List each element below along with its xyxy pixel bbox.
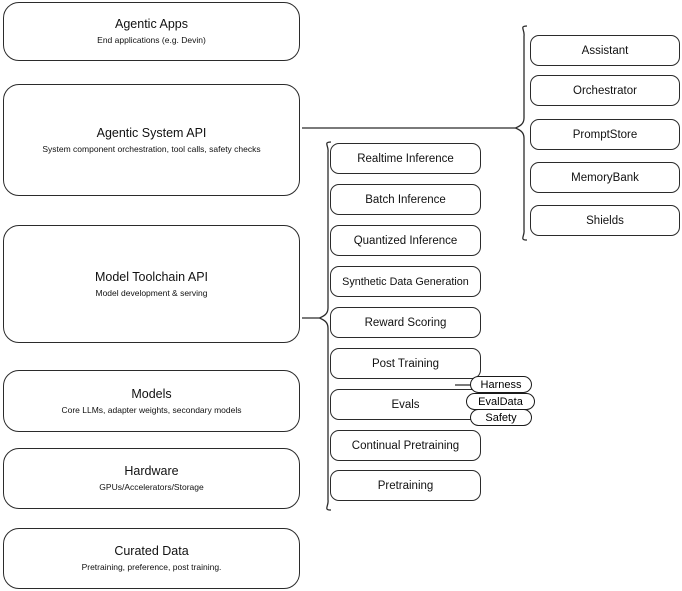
layer-title: Agentic System API [96, 125, 207, 140]
layer-box-models[interactable]: Models Core LLMs, adapter weights, secon… [3, 370, 300, 432]
layer-subtitle: Core LLMs, adapter weights, secondary mo… [61, 404, 242, 415]
layer-box-hardware[interactable]: Hardware GPUs/Accelerators/Storage [3, 448, 300, 509]
system-label: MemoryBank [571, 171, 639, 184]
system-label: PromptStore [572, 128, 638, 141]
toolchain-label: Realtime Inference [357, 152, 454, 165]
toolchain-box-reward-scoring[interactable]: Reward Scoring [330, 307, 481, 338]
system-box-assistant[interactable]: Assistant [530, 35, 680, 66]
system-box-memorybank[interactable]: MemoryBank [530, 162, 680, 193]
toolchain-box-realtime-inference[interactable]: Realtime Inference [330, 143, 481, 174]
toolchain-label: Continual Pretraining [351, 439, 460, 452]
layer-title: Agentic Apps [115, 17, 188, 31]
eval-pill-evaldata[interactable]: EvalData [466, 393, 535, 410]
layer-subtitle: Pretraining, preference, post training. [81, 562, 222, 572]
layer-box-agentic-system-api[interactable]: Agentic System API System component orch… [3, 84, 300, 196]
layer-title: Curated Data [114, 544, 189, 558]
toolchain-label: Batch Inference [365, 193, 446, 206]
layer-box-model-toolchain-api[interactable]: Model Toolchain API Model development & … [3, 225, 300, 343]
toolchain-label: Reward Scoring [364, 316, 447, 329]
layer-subtitle: End applications (e.g. Devin) [97, 35, 206, 45]
system-box-shields[interactable]: Shields [530, 205, 680, 236]
layer-title: Models [131, 386, 172, 401]
system-box-orchestrator[interactable]: Orchestrator [530, 75, 680, 106]
eval-pill-harness[interactable]: Harness [470, 376, 532, 393]
toolchain-label: Pretraining [377, 479, 434, 492]
layer-title: Hardware [124, 464, 179, 478]
layer-subtitle: GPUs/Accelerators/Storage [99, 482, 204, 492]
system-box-promptstore[interactable]: PromptStore [530, 119, 680, 150]
layer-subtitle: Model development & serving [95, 287, 208, 298]
system-label: Orchestrator [573, 84, 637, 97]
layer-subtitle: System component orchestration, tool cal… [42, 143, 261, 154]
toolchain-box-post-training[interactable]: Post Training [330, 348, 481, 379]
toolchain-box-pretraining[interactable]: Pretraining [330, 470, 481, 501]
eval-pill-safety[interactable]: Safety [470, 409, 532, 426]
layer-box-curated-data[interactable]: Curated Data Pretraining, preference, po… [3, 528, 300, 589]
toolchain-box-quantized-inference[interactable]: Quantized Inference [330, 225, 481, 256]
layer-title: Model Toolchain API [94, 269, 209, 284]
brace-system-components [513, 25, 528, 241]
toolchain-box-evals[interactable]: Evals [330, 389, 481, 420]
toolchain-box-continual-pretraining[interactable]: Continual Pretraining [330, 430, 481, 461]
toolchain-label: Quantized Inference [353, 234, 458, 247]
toolchain-box-batch-inference[interactable]: Batch Inference [330, 184, 481, 215]
system-label: Assistant [581, 44, 629, 57]
toolchain-label: Synthetic Data Generation [342, 275, 469, 288]
toolchain-label: Post Training [371, 357, 440, 370]
system-label: Shields [586, 214, 624, 227]
layer-box-agentic-apps[interactable]: Agentic Apps End applications (e.g. Devi… [3, 2, 300, 61]
toolchain-box-synthetic-data-generation[interactable]: Synthetic Data Generation [330, 266, 481, 297]
toolchain-label: Evals [391, 398, 420, 411]
